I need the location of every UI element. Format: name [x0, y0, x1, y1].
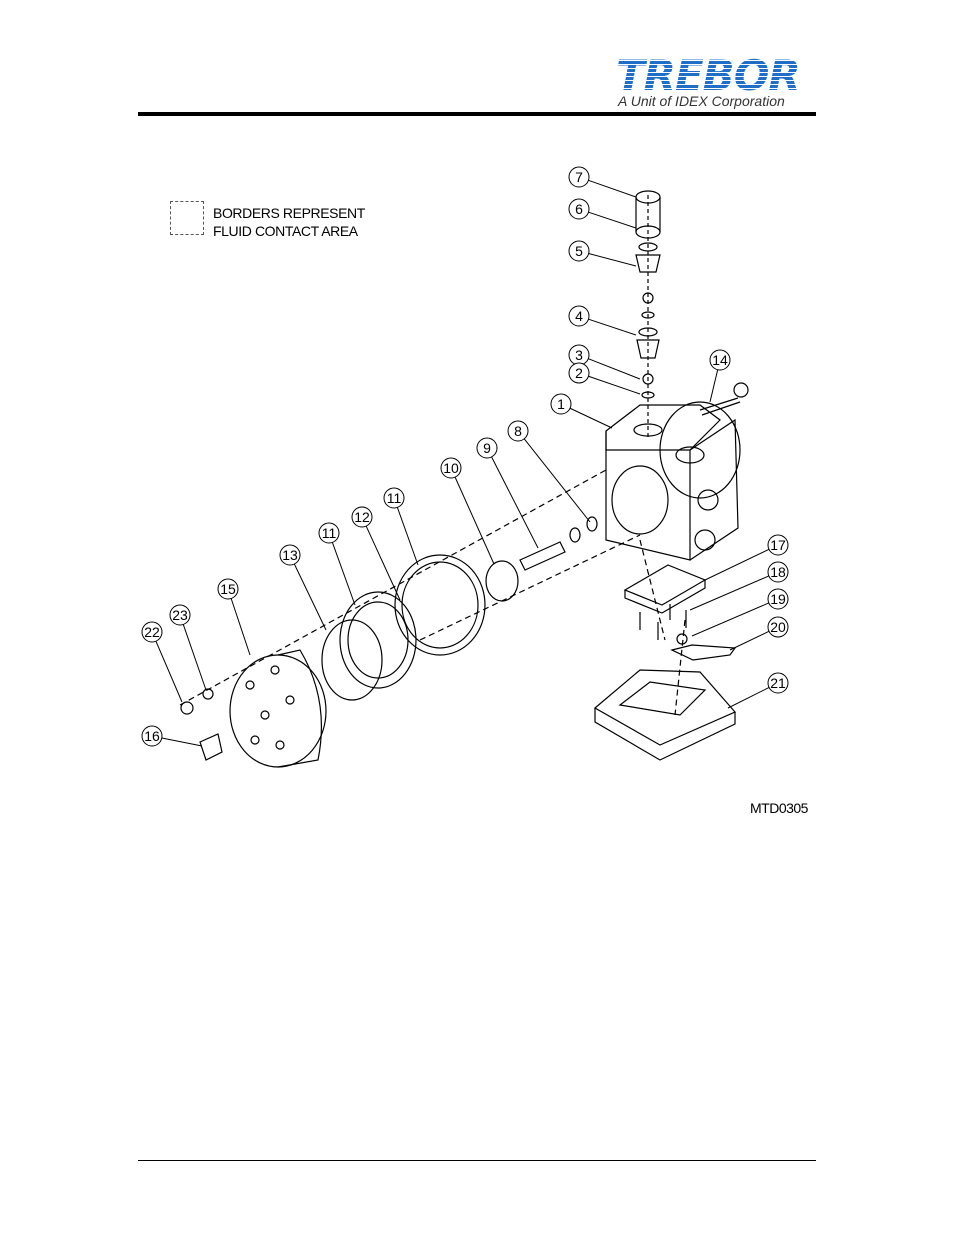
- callout-leader-line: [396, 507, 419, 566]
- callout-circle: [507, 420, 529, 442]
- callout-circle: [767, 561, 789, 583]
- callout-leader-line: [727, 687, 770, 709]
- callout-leader-line: [588, 211, 637, 229]
- callout-leader-line: [588, 375, 641, 395]
- trebor-logo: TREBOR A Unit of IDEX Corporation: [616, 51, 816, 112]
- callout-circle: [767, 672, 789, 694]
- callout-number: 21: [770, 675, 786, 691]
- callout-number: 4: [575, 308, 583, 324]
- callout-number: 8: [514, 423, 522, 439]
- callout-number: 16: [144, 728, 160, 744]
- callout-number: 15: [220, 581, 236, 597]
- callout-number: 7: [575, 169, 583, 185]
- fluid-contact-legend-swatch: [170, 201, 204, 235]
- callout-circle: [440, 457, 462, 479]
- callout-number: 14: [712, 352, 728, 368]
- callout-circle: [383, 487, 405, 509]
- callout-circle: [568, 166, 590, 188]
- legend-line-1: BORDERS REPRESENT: [213, 205, 365, 221]
- callout-number: 10: [443, 460, 459, 476]
- callout-circle: [568, 240, 590, 262]
- callout-circle: [568, 305, 590, 327]
- logo-wordmark: TREBOR: [616, 51, 801, 100]
- callout-leader-line: [491, 456, 539, 549]
- callout-circle: [217, 578, 239, 600]
- callout-number: 23: [172, 607, 188, 623]
- callout-circle: [767, 534, 789, 556]
- callout-number: 19: [770, 591, 786, 607]
- callout-number: 3: [575, 347, 583, 363]
- callout-leader-line: [523, 438, 591, 523]
- callout-leader-line: [365, 525, 401, 601]
- callout-leader-line: [230, 598, 251, 656]
- callout-leader-line: [588, 253, 637, 267]
- callout-number: 12: [354, 509, 370, 525]
- callout-number: 13: [282, 547, 298, 563]
- callout-number: 11: [322, 525, 337, 541]
- callout-leader-line: [588, 318, 637, 336]
- callout-number: 6: [575, 201, 583, 217]
- callout-number: 11: [387, 490, 402, 506]
- callout-circle: [169, 604, 191, 626]
- callout-number: 22: [144, 624, 160, 640]
- logo-tagline: A Unit of IDEX Corporation: [618, 93, 785, 109]
- callout-circle: [767, 588, 789, 610]
- callout-number: 5: [575, 243, 583, 259]
- callout-circle: [550, 393, 572, 415]
- callout-number: 17: [770, 537, 786, 553]
- drawing-number: MTD0305: [750, 800, 808, 816]
- callout-leader-line: [454, 476, 495, 565]
- callout-number: 1: [557, 396, 565, 412]
- callout-leader-line: [293, 563, 327, 631]
- callout-number: 9: [483, 440, 491, 456]
- callout-number: 18: [770, 564, 786, 580]
- callout-leader-line: [155, 640, 183, 703]
- callout-leader-line: [709, 369, 719, 403]
- callout-circle: [141, 725, 163, 747]
- fluid-contact-legend: BORDERS REPRESENT FLUID CONTACT AREA: [213, 204, 365, 240]
- callout-circle: [351, 506, 373, 528]
- callout-leader-line: [704, 548, 770, 581]
- callout-leader-line: [729, 630, 770, 651]
- callout-circle: [709, 349, 731, 371]
- callout-circle: [279, 544, 301, 566]
- callout-circle: [141, 621, 163, 643]
- callout-leader-line: [689, 575, 770, 611]
- callout-circle: [476, 437, 498, 459]
- callout-leader-line: [569, 407, 613, 429]
- callout-leader-line: [161, 737, 203, 747]
- footer-rule: [138, 1160, 816, 1161]
- callout-circle: [568, 362, 590, 384]
- callout-leader-line: [588, 179, 637, 198]
- callout-leader-line: [182, 624, 207, 691]
- callout-circle: [568, 198, 590, 220]
- callout-circle: [767, 616, 789, 638]
- header-rule: [138, 112, 816, 116]
- callout-leader-line: [331, 542, 356, 606]
- callout-circle: [318, 522, 340, 544]
- callout-leader-line: [588, 358, 641, 380]
- callout-number: 20: [770, 619, 786, 635]
- callout-leader-line: [691, 602, 770, 637]
- callout-number: 2: [575, 365, 583, 381]
- legend-line-2: FLUID CONTACT AREA: [213, 223, 358, 239]
